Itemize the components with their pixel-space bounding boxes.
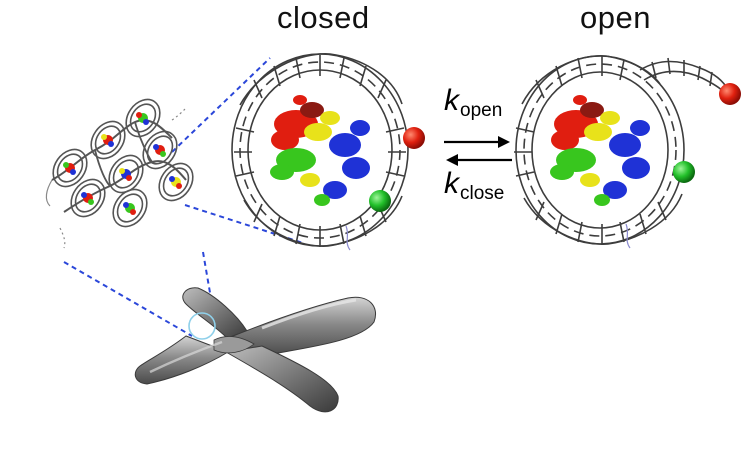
- chromatin-fiber-icon: [45, 98, 194, 249]
- fluorophore-icon: [369, 190, 391, 212]
- fluorophore-icon: [673, 161, 695, 183]
- fluorophore-icon: [403, 127, 425, 149]
- fluorophore-icon: [719, 83, 741, 105]
- rate-symbol: k: [444, 84, 459, 117]
- reaction-arrow-icon: [444, 136, 512, 166]
- nucleosome-open: [514, 55, 741, 249]
- closed-state-label: closed: [277, 0, 370, 35]
- rate-subscript: open: [460, 100, 503, 121]
- open-state-label: open: [580, 0, 651, 35]
- k-close-rate-label: kclose: [444, 167, 505, 204]
- k-open-rate-label: kopen: [444, 84, 503, 121]
- nucleosome-closed: [231, 53, 425, 251]
- rate-symbol: k: [444, 167, 459, 200]
- rate-subscript: close: [460, 183, 505, 204]
- chromosome-icon: [134, 287, 376, 413]
